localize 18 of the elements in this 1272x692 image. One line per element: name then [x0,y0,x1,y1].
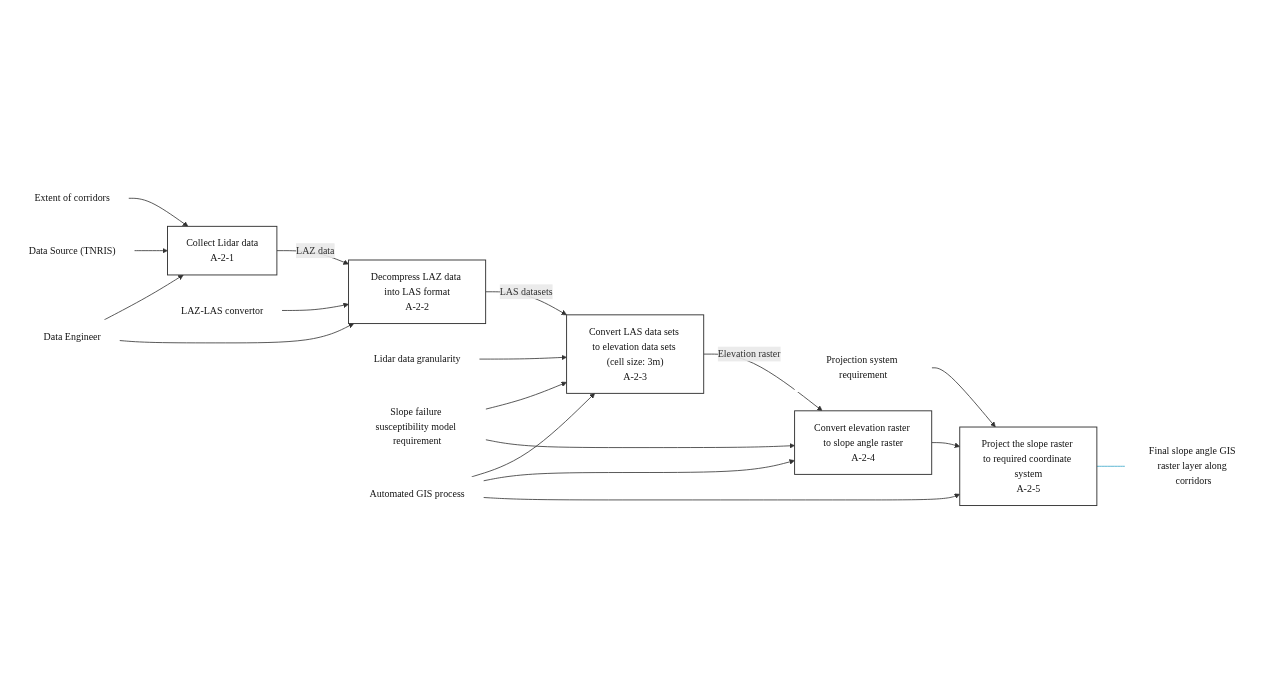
node-box: Collect Lidar data A-2-1 [167,225,278,276]
node-box: Convert LAS data sets to elevation data sets (cell size: 3m) A-2-3 [566,314,705,394]
node-text: Lidar data granularity [373,353,461,365]
node-box: Project the slope raster to required coordinate system A-2-5 [959,426,1098,506]
node-text: Final slope angle GIS raster layer along corridors [1148,445,1236,487]
node-text: LAZ-LAS convertor [181,304,264,316]
node-text: Slope failure susceptibility model requirement [375,405,457,447]
node-text: Automated GIS process [369,488,465,499]
node-text: Projection system requirement [826,354,898,381]
connector [1096,465,1126,467]
edge-label: LAS datasets [499,286,553,297]
node-box: Convert elevation raster to slope angle raster A-2-4 [794,410,933,475]
node-text: Extent of corridors [34,192,110,204]
node-text: Data Engineer [43,331,101,342]
node-box: Decompress LAZ data into LAS format A-2-2 [348,259,487,325]
node-text: Data Source (TNRIS) [28,245,116,256]
edge-label: LAZ data [296,245,335,256]
edge-label: Elevation raster [717,348,781,360]
